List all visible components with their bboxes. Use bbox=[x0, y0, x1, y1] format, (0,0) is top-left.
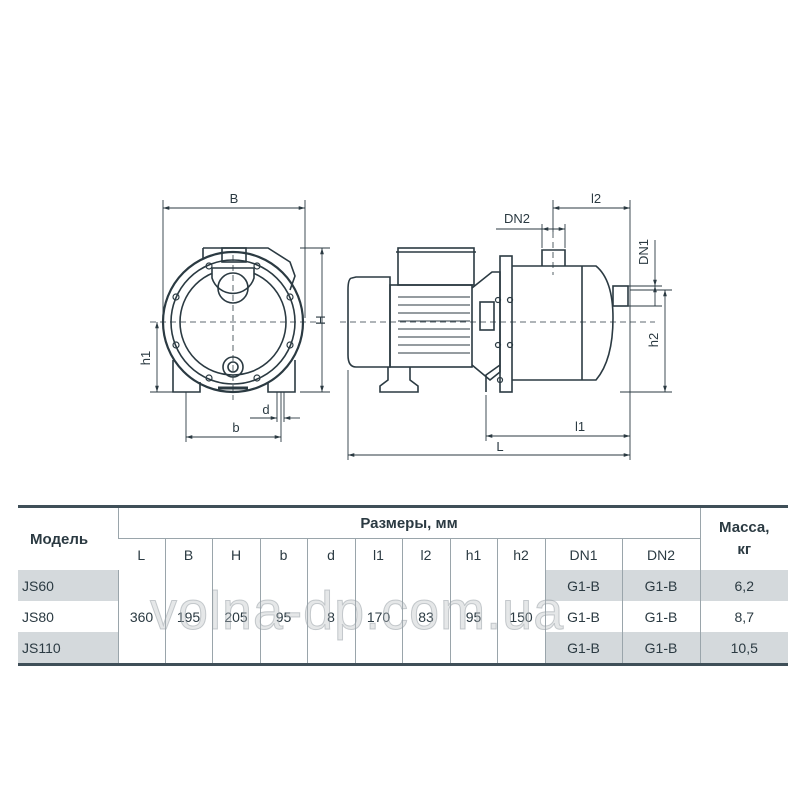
dim-label-H: H bbox=[313, 315, 328, 324]
dim-label-B: B bbox=[230, 191, 239, 206]
col-header-d: d bbox=[306, 538, 355, 570]
col-header-l1: l1 bbox=[354, 538, 402, 570]
model-cell: JS80 bbox=[22, 608, 54, 625]
col-header-h1: h1 bbox=[449, 538, 497, 570]
model-cell: JS60 bbox=[18, 570, 118, 601]
cell-h1: 95 bbox=[449, 570, 497, 665]
model-cell: JS110 bbox=[18, 632, 118, 665]
dim-label-DN1: DN1 bbox=[636, 239, 651, 265]
cell-L: 360 bbox=[117, 570, 165, 665]
dimensions-header: Размеры, мм bbox=[117, 506, 700, 539]
dim-label-L: L bbox=[496, 439, 503, 454]
col-header-B: B bbox=[164, 538, 212, 570]
dim-label-h1: h1 bbox=[138, 351, 153, 365]
side-view bbox=[347, 247, 629, 393]
cell-l2: 83 bbox=[401, 570, 450, 665]
col-header-l2: l2 bbox=[401, 538, 450, 570]
cell-B: 195 bbox=[164, 570, 212, 665]
table-row: JS80 G1-B G1-B 8,7 bbox=[18, 601, 788, 632]
dim-label-DN2: DN2 bbox=[504, 211, 530, 226]
table-row: JS60 360 195 205 95 8 170 83 95 150 G1-B… bbox=[18, 570, 788, 665]
dim-label-b: b bbox=[232, 420, 239, 435]
dim-label-l1: l1 bbox=[575, 419, 585, 434]
cell-h2: 150 bbox=[496, 570, 545, 665]
cell-mass: 8,7 bbox=[699, 601, 788, 632]
model-header: Модель bbox=[30, 530, 89, 548]
col-header-b: b bbox=[259, 538, 307, 570]
cell-DN2: G1-B bbox=[621, 632, 700, 665]
cell-H: 205 bbox=[211, 570, 260, 665]
dimensions-table: Модель Размеры, мм Масса,кг L B H b d l1… bbox=[18, 505, 788, 666]
col-header-DN2: DN2 bbox=[621, 538, 700, 570]
col-header-H: H bbox=[211, 538, 260, 570]
col-header-L: L bbox=[137, 546, 146, 563]
cell-b: 95 bbox=[259, 570, 307, 665]
cell-mass: 6,2 bbox=[699, 570, 788, 601]
pump-dimension-drawing: B H h1 b d DN2 l2 DN1 h2 l1 L bbox=[138, 191, 672, 460]
cell-DN1: G1-B bbox=[544, 601, 622, 632]
cell-DN1: G1-B bbox=[544, 632, 622, 665]
cell-mass: 10,5 bbox=[699, 632, 788, 665]
dim-label-h2: h2 bbox=[646, 333, 661, 347]
table-row: JS110 G1-B G1-B 10,5 bbox=[18, 632, 788, 665]
mass-header: Масса,кг bbox=[699, 506, 788, 570]
col-header-h2: h2 bbox=[496, 538, 545, 570]
cell-l1: 170 bbox=[354, 570, 402, 665]
cell-DN2: G1-B bbox=[621, 601, 700, 632]
col-header-DN1: DN1 bbox=[544, 538, 622, 570]
dim-label-l2: l2 bbox=[591, 191, 601, 206]
cell-DN2: G1-B bbox=[621, 570, 700, 601]
cell-DN1: G1-B bbox=[544, 570, 622, 601]
dim-label-d: d bbox=[262, 402, 269, 417]
cell-d: 8 bbox=[306, 570, 355, 665]
